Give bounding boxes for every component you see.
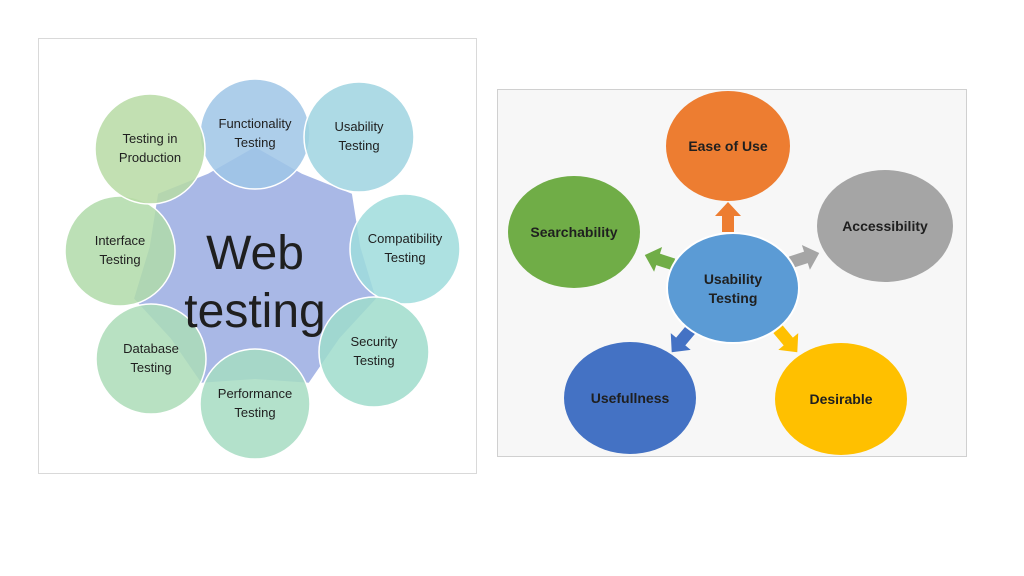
node-circle <box>303 81 415 193</box>
node-circle <box>349 193 461 305</box>
node-label: Desirable <box>809 391 872 407</box>
node-ellipse <box>817 170 953 282</box>
arrow-shape <box>715 202 741 232</box>
node-circle <box>94 93 206 205</box>
center-label: Web <box>206 227 304 280</box>
node-label: Testing <box>130 360 171 375</box>
node-testing-in-production: Testing in Production <box>94 93 206 205</box>
node-label: Performance <box>218 386 292 401</box>
arrow-accessibility <box>788 245 820 270</box>
node-label: Searchability <box>530 224 617 240</box>
web-testing-svg: FunctionalityTestingUsabilityTestingComp… <box>64 78 461 460</box>
node-ellipse <box>564 342 696 454</box>
node-label: Testing <box>99 252 140 267</box>
node-circle <box>318 296 430 408</box>
node-label: Testing <box>234 405 275 420</box>
node-label: Compatibility <box>368 231 443 246</box>
arrow-desirable <box>773 325 799 353</box>
node-usefullness: Usefullness <box>564 342 696 454</box>
node-circle <box>95 303 207 415</box>
node-label: Testing <box>384 250 425 265</box>
arrow-shape <box>644 247 676 272</box>
arrow-shape <box>670 325 696 353</box>
node-label: Interface <box>95 233 146 248</box>
arrow-shape <box>788 245 820 270</box>
node-circle <box>199 78 311 190</box>
node-label: Usefullness <box>591 390 670 406</box>
node-accessibility: Accessibility <box>817 170 953 282</box>
node-label: Accessibility <box>842 218 928 234</box>
node-label: Functionality <box>219 116 292 131</box>
node-label: Testing <box>353 353 394 368</box>
center-ellipse <box>666 232 800 344</box>
arrow-searchability <box>644 247 676 272</box>
center-shape <box>134 147 376 383</box>
arrow-shape <box>773 325 799 353</box>
node-label: Testing in <box>123 131 178 146</box>
node-desirable: Desirable <box>775 343 907 455</box>
center-label: testing <box>184 285 325 338</box>
node-label: Testing <box>234 135 275 150</box>
node-label: Usability <box>334 119 384 134</box>
node-label: Ease of Use <box>688 138 768 154</box>
arrow-ease-of-use <box>715 202 741 232</box>
center-label: Usability <box>704 271 763 287</box>
node-label: Security <box>351 334 398 349</box>
node-ellipse <box>666 91 790 201</box>
node-label: Production <box>119 150 181 165</box>
node-ellipse <box>508 176 640 288</box>
node-searchability: Searchability <box>508 176 640 288</box>
node-circle <box>64 195 176 307</box>
node-label: Testing <box>338 138 379 153</box>
node-ease-of-use: Ease of Use <box>666 91 790 201</box>
node-label: Database <box>123 341 179 356</box>
arrow-usefullness <box>670 325 696 353</box>
center-label: Testing <box>709 290 758 306</box>
node-circle <box>199 348 311 460</box>
node-ellipse <box>775 343 907 455</box>
